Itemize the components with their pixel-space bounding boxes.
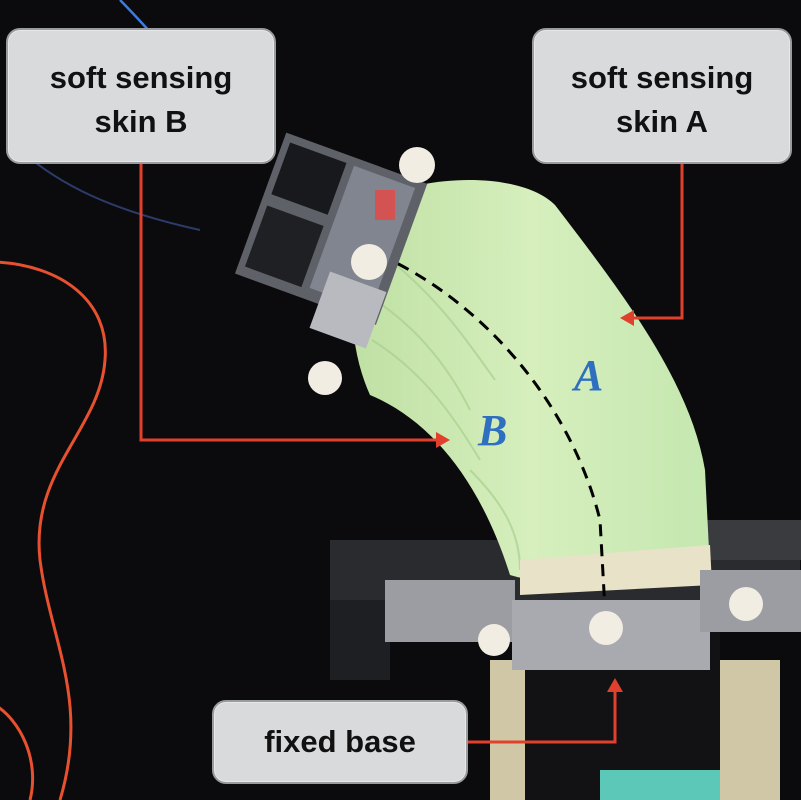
marker (589, 611, 623, 645)
lower-stand-left (490, 660, 530, 800)
label-soft-sensing-skin-b: soft sensing skin B (6, 28, 276, 164)
marker (478, 624, 510, 656)
marker (729, 587, 763, 621)
arrow-skin-a (630, 164, 684, 320)
arrow-head-b (436, 432, 450, 448)
lower-stand-right (710, 660, 780, 800)
end-cap-strap (309, 271, 387, 349)
label-a-line1: soft sensing (570, 60, 754, 95)
arrow-skin-b (139, 164, 442, 442)
label-b-line1: soft sensing (49, 60, 233, 95)
actuator-body (352, 180, 710, 585)
skin-b-letter: B (478, 406, 508, 455)
actuator-top-band (520, 545, 712, 595)
lower-tube-teal (600, 770, 720, 800)
base-tape-right (700, 520, 801, 560)
label-fixed-base: fixed base (212, 700, 468, 784)
label-b-line2: skin B (94, 104, 188, 139)
marker (351, 244, 387, 280)
end-cap-red-mark (375, 190, 395, 220)
skin-a-letter: A (574, 351, 604, 400)
label-soft-sensing-skin-a: soft sensing skin A (532, 28, 792, 164)
marker (308, 361, 342, 395)
orange-wire (0, 260, 107, 800)
orange-wire-lower (0, 706, 35, 800)
marker (399, 147, 435, 183)
arrow-head-base (607, 678, 623, 692)
actuator-ridges (371, 259, 521, 571)
dashed-centerline (379, 253, 607, 611)
base-tape-left (330, 600, 390, 680)
arrow-fixed-base (466, 688, 617, 744)
arrow-head-a (620, 310, 634, 326)
label-a-line2: skin A (616, 104, 708, 139)
